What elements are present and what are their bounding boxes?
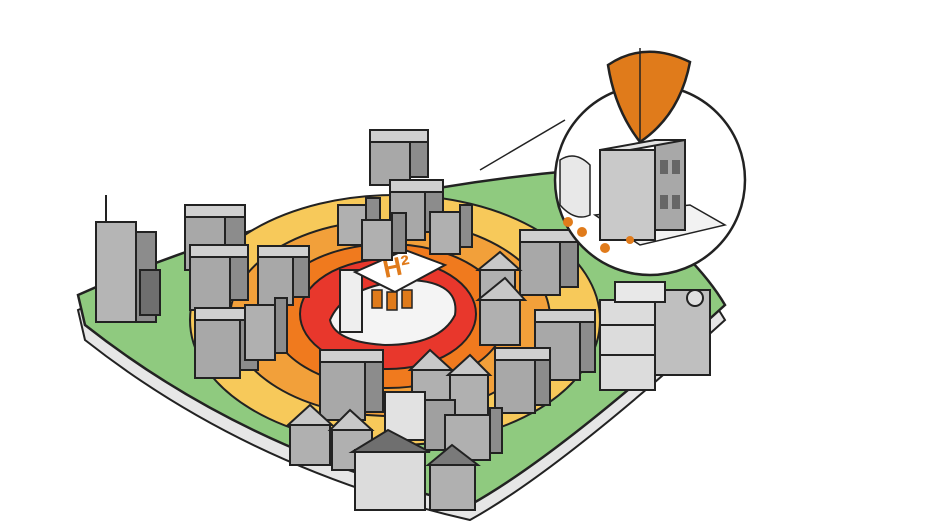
building-icon: [257, 245, 310, 306]
building-icon: [429, 204, 473, 255]
shield-icon: [606, 48, 692, 144]
building-icon: [475, 276, 528, 346]
building-icon: [189, 244, 249, 311]
building-icon: [285, 403, 335, 466]
magnifier-callout-icon: [479, 83, 747, 277]
building-icon: [425, 443, 481, 511]
building-icon: [319, 349, 384, 421]
buildings: [95, 129, 711, 511]
building-icon: [369, 129, 429, 186]
building-icon: [361, 212, 407, 261]
building-icon: [348, 428, 431, 511]
building-icon: [244, 297, 288, 361]
building-icon: [599, 281, 711, 391]
building-icon: [494, 347, 551, 414]
building-icon: [519, 229, 579, 296]
building-icon: [95, 195, 161, 323]
